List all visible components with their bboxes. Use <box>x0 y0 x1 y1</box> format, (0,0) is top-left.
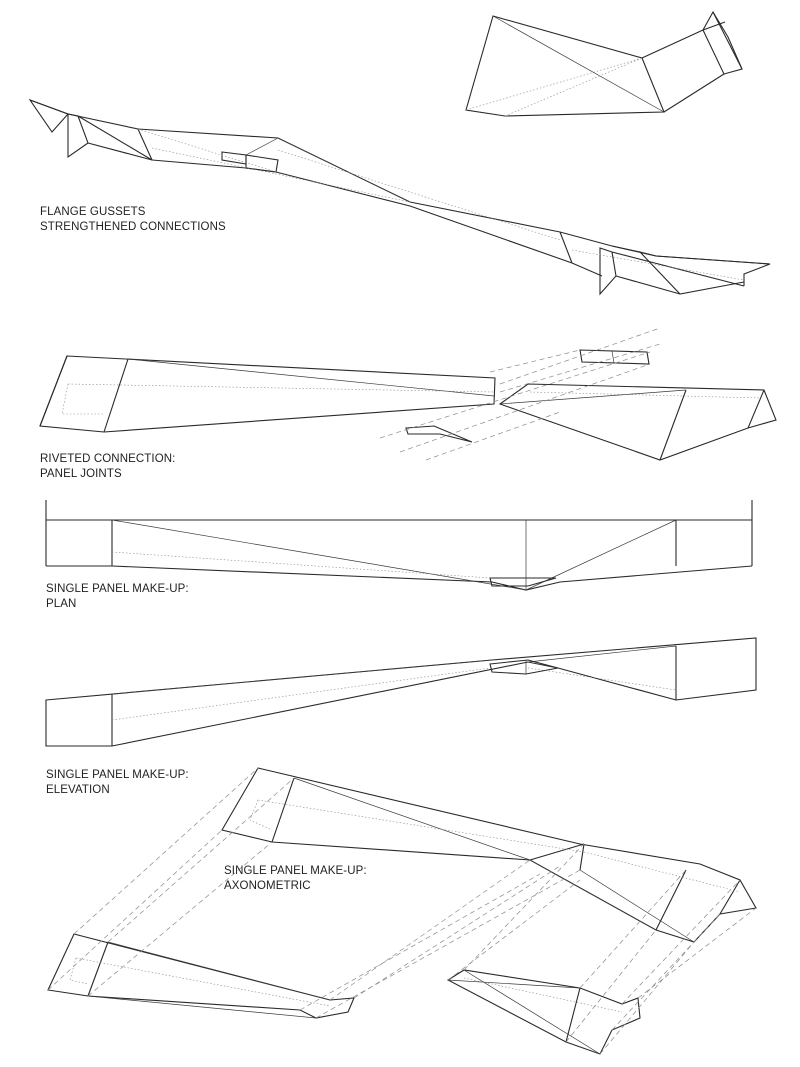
caption-flange-gussets: FLANGE GUSSETS STRENGTHENED CONNECTIONS <box>40 205 226 235</box>
caption-riveted-connection: RIVETED CONNECTION: PANEL JOINTS <box>40 452 175 482</box>
caption-plan-line1: SINGLE PANEL MAKE-UP: <box>46 583 189 595</box>
panel-plan-view <box>45 500 753 591</box>
caption-flange-line1: FLANGE GUSSETS <box>40 206 146 218</box>
panel-axonometric-lower-right <box>446 969 641 1055</box>
panel-elevation-view <box>45 637 757 747</box>
caption-plan-line2: PLAN <box>46 598 77 610</box>
caption-axonometric-line2: AXONOMETRIC <box>224 880 311 892</box>
caption-elevation: SINGLE PANEL MAKE-UP: ELEVATION <box>46 768 189 798</box>
caption-riveted-line2: PANEL JOINTS <box>40 468 122 480</box>
caption-riveted-line1: RIVETED CONNECTION: <box>40 453 176 465</box>
caption-axonometric: SINGLE PANEL MAKE-UP: AXONOMETRIC <box>224 864 367 894</box>
riveted-connection-detail <box>39 327 777 461</box>
flange-gusset-assembly <box>28 98 771 296</box>
caption-axonometric-line1: SINGLE PANEL MAKE-UP: <box>224 865 367 877</box>
caption-elevation-line1: SINGLE PANEL MAKE-UP: <box>46 769 189 781</box>
panel-axonometric-upper <box>221 767 757 943</box>
caption-elevation-line2: ELEVATION <box>46 784 110 796</box>
caption-plan: SINGLE PANEL MAKE-UP: PLAN <box>46 582 189 612</box>
caption-flange-line2: STRENGTHENED CONNECTIONS <box>40 221 226 233</box>
axonometric-projection-lines <box>47 767 757 1055</box>
end-piece-detail <box>465 10 743 117</box>
